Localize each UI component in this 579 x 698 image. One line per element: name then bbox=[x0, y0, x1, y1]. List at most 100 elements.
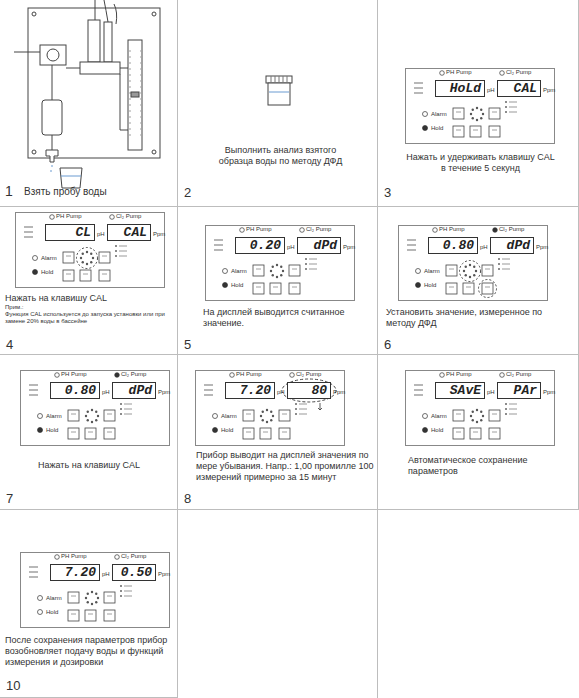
device-part bbox=[266, 421, 268, 423]
device-part bbox=[83, 274, 88, 275]
device-part bbox=[492, 432, 497, 433]
key bbox=[99, 270, 110, 281]
device-label: Ppm bbox=[543, 87, 555, 94]
key bbox=[85, 428, 96, 439]
key bbox=[253, 283, 264, 294]
step-number: 5 bbox=[184, 337, 204, 353]
device-label: PH Pump bbox=[446, 371, 472, 378]
step-caption: Прибор выводит на дисплей значения по ме… bbox=[196, 450, 374, 482]
device-label: Cl₂ Pump bbox=[296, 371, 321, 378]
key bbox=[243, 428, 254, 439]
device-part bbox=[470, 415, 472, 417]
device-part bbox=[485, 287, 490, 288]
device-part bbox=[24, 236, 33, 237]
key bbox=[104, 592, 115, 603]
device-part bbox=[480, 419, 482, 421]
lcd-reading: PAr bbox=[514, 383, 537, 398]
device-part bbox=[282, 270, 284, 272]
device-frame bbox=[16, 213, 165, 288]
device-label: pH bbox=[487, 87, 495, 94]
pump-led bbox=[115, 555, 120, 560]
device-part bbox=[214, 239, 223, 240]
device-part bbox=[472, 109, 474, 111]
device-part bbox=[485, 269, 490, 270]
device-part bbox=[124, 414, 132, 415]
device-part bbox=[256, 269, 261, 270]
device-part bbox=[29, 389, 38, 390]
device-part bbox=[309, 264, 317, 265]
key bbox=[446, 265, 457, 276]
alarm-led bbox=[423, 414, 428, 419]
device-part bbox=[475, 270, 477, 272]
device-part bbox=[124, 596, 132, 597]
device-part bbox=[71, 432, 76, 433]
device-label: pH bbox=[480, 244, 488, 251]
device-part bbox=[66, 256, 71, 257]
highlight bbox=[460, 261, 481, 282]
device-part bbox=[272, 266, 274, 268]
key bbox=[279, 410, 290, 421]
test-vial bbox=[266, 76, 292, 105]
device-part bbox=[66, 274, 71, 275]
device-frame bbox=[406, 69, 555, 144]
device-part bbox=[407, 244, 416, 245]
lcd-window: 7.20 bbox=[225, 382, 275, 399]
key bbox=[489, 428, 500, 439]
device-part bbox=[87, 411, 89, 413]
step-panel: Выполнить анализ взятого образца воды по… bbox=[178, 0, 378, 207]
device-part bbox=[120, 403, 122, 405]
device-part bbox=[505, 101, 507, 103]
device-part bbox=[262, 419, 264, 421]
device-part bbox=[119, 256, 127, 257]
alarm-led bbox=[223, 269, 228, 274]
device-part bbox=[449, 287, 454, 288]
device-label: Alarm bbox=[41, 255, 57, 262]
lcd-window: dPd bbox=[297, 237, 341, 254]
device-part bbox=[119, 251, 127, 252]
device-part bbox=[498, 268, 500, 270]
device-part bbox=[82, 253, 84, 255]
device-part bbox=[88, 432, 93, 433]
device-label: Cl₂ Pump bbox=[506, 371, 531, 378]
lcd-reading: dPd bbox=[507, 238, 530, 253]
pump-led bbox=[300, 228, 305, 233]
device-part bbox=[90, 253, 92, 255]
device-label: Hold bbox=[424, 282, 436, 289]
step-caption: После сохранения параметров прибор возоб… bbox=[5, 635, 175, 667]
device-part bbox=[509, 112, 517, 113]
device-label: Hold bbox=[41, 269, 53, 276]
device-part bbox=[414, 82, 423, 83]
device-part bbox=[414, 92, 423, 93]
device-part bbox=[85, 415, 87, 417]
device-part bbox=[115, 255, 117, 257]
device-part bbox=[29, 394, 38, 395]
device-frame bbox=[406, 371, 555, 446]
key bbox=[68, 428, 79, 439]
lcd-reading: 0.50 bbox=[121, 565, 152, 580]
lcd-reading: SAvE bbox=[450, 383, 481, 398]
device-part bbox=[305, 258, 307, 260]
device-part bbox=[414, 394, 423, 395]
key bbox=[470, 126, 481, 137]
lcd-window: 7.20 bbox=[50, 564, 100, 581]
device-part bbox=[472, 411, 474, 413]
device-label: Alarm bbox=[424, 268, 440, 275]
device-label: pH bbox=[102, 571, 110, 578]
step-caption: На дисплей выводится считанное значение. bbox=[203, 307, 368, 329]
key bbox=[270, 283, 281, 294]
device-part bbox=[463, 270, 465, 272]
device-part bbox=[476, 409, 478, 411]
device-part bbox=[414, 87, 423, 88]
device-part bbox=[469, 264, 471, 266]
device-part bbox=[280, 274, 282, 276]
step-caption: Взять пробу воды bbox=[24, 186, 174, 198]
key bbox=[260, 428, 271, 439]
step-number: 3 bbox=[384, 185, 404, 201]
device-part bbox=[276, 264, 278, 266]
key bbox=[63, 270, 74, 281]
device-part bbox=[465, 266, 467, 268]
step-panel: PH PumpCl₂ PumppHPpmAlarmHoldНа дисплей … bbox=[178, 207, 378, 355]
device-part bbox=[480, 411, 482, 413]
key bbox=[80, 270, 91, 281]
device-part bbox=[482, 113, 484, 115]
